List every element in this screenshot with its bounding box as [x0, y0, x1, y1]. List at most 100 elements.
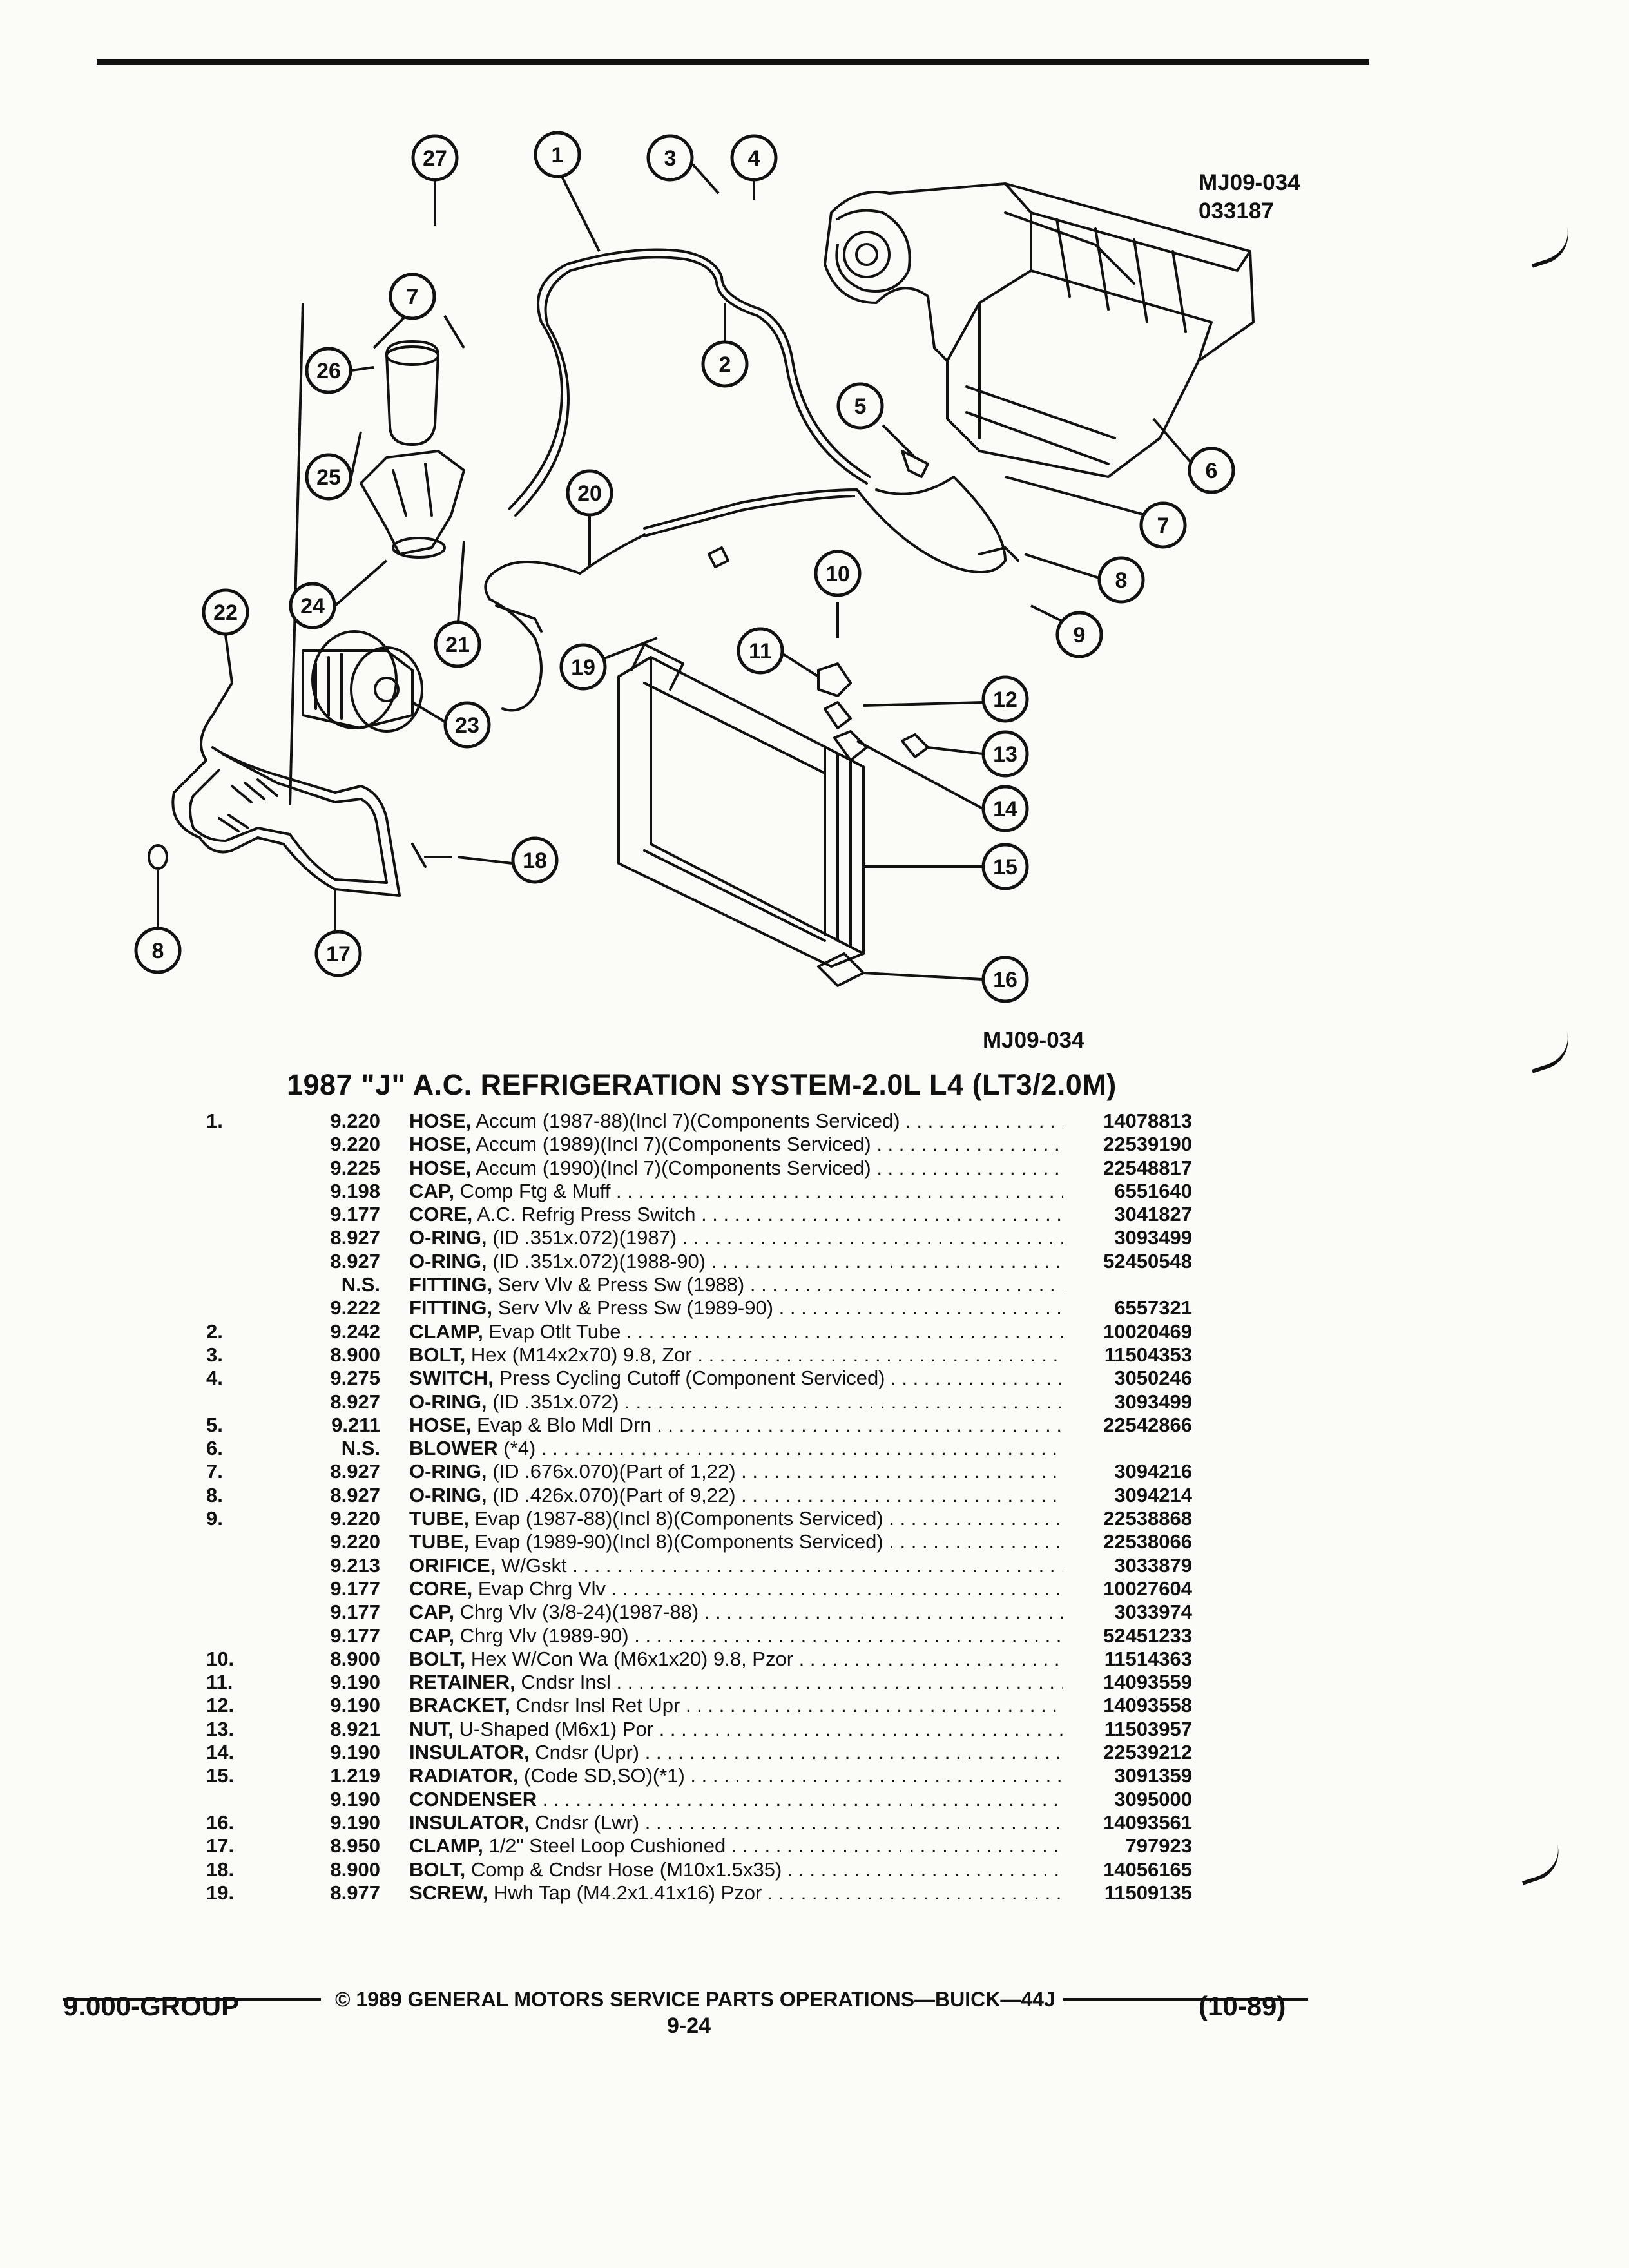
part-description: HOSE, Evap & Blo Mdl Drn [409, 1414, 1063, 1437]
part-name: O-RING, [409, 1460, 487, 1483]
condenser [617, 643, 865, 968]
ref-number: 11. [206, 1671, 233, 1694]
part-description: O-RING, (ID .426x.070)(Part of 9,22) [409, 1484, 1063, 1507]
part-detail: Evap (1989-90)(Incl 8)(Components Servic… [474, 1530, 883, 1553]
figure-code-bottom: MJ09-034 [983, 1028, 1084, 1053]
part-name: ORIFICE, [409, 1553, 496, 1577]
callout-7b [1139, 501, 1187, 549]
part-description: SWITCH, Press Cycling Cutoff (Component … [409, 1367, 1063, 1390]
ref-number: 3. [206, 1343, 223, 1366]
part-detail: Cndsr (Upr) [535, 1741, 640, 1764]
group-number: 9.275 [330, 1367, 380, 1390]
callout-label: 9 [1074, 623, 1086, 648]
footer-rule-left [63, 1998, 321, 2001]
part-number: 3033974 [1114, 1600, 1192, 1624]
part-name: CORE, [409, 1203, 473, 1226]
part-name: HOSE, [409, 1110, 472, 1132]
part-number: 52450548 [1103, 1249, 1192, 1273]
figure-code-line: MJ09-034 [1199, 170, 1300, 195]
part-description: TUBE, Evap (1989-90)(Incl 8)(Components … [409, 1530, 1063, 1553]
callout-13 [981, 730, 1029, 778]
part-detail: (Code SD,SO)(*1) [523, 1764, 685, 1787]
callout-label: 11 [749, 639, 772, 664]
callout-label: 15 [993, 855, 1017, 879]
ref-number: 14. [206, 1741, 235, 1764]
callout-8b [134, 927, 182, 974]
part-detail: Evap (1987-88)(Incl 8)(Components Servic… [474, 1507, 883, 1530]
ref-number: 9. [206, 1507, 223, 1530]
callout-label: 10 [825, 562, 850, 586]
part-name: HOSE, [409, 1156, 472, 1179]
group-number: 9.177 [330, 1203, 380, 1226]
part-number: 11509135 [1104, 1881, 1192, 1904]
part-detail: (ID .351x.072)(1988-90) [492, 1249, 706, 1273]
part-detail: Evap Otlt Tube [488, 1320, 621, 1343]
group-number: 8.927 [330, 1226, 380, 1249]
part-name: CONDENSER [409, 1787, 537, 1811]
figure-code: MJ09-034 033187 [1199, 169, 1300, 226]
part-number: 6557321 [1114, 1296, 1192, 1320]
part-detail: Hex (M14x2x70) 9.8, Zor [470, 1343, 692, 1366]
part-number: 10027604 [1103, 1577, 1192, 1600]
part-name: FITTING, [409, 1273, 493, 1296]
callout-16 [981, 956, 1029, 1003]
copyright: © 1989 GENERAL MOTORS SERVICE PARTS OPER… [335, 1988, 1055, 2011]
part-detail: Serv Vlv & Press Sw (1989-90) [497, 1296, 774, 1320]
ref-number: 8. [206, 1483, 223, 1506]
page-title: 1987 "J" A.C. REFRIGERATION SYSTEM-2.0L … [287, 1068, 1117, 1101]
part-name: TUBE, [409, 1530, 469, 1553]
group-number: 9.242 [330, 1320, 380, 1343]
group-number: 8.900 [330, 1343, 380, 1366]
part-name: CLAMP, [409, 1834, 483, 1858]
ref-number: 16. [206, 1811, 235, 1834]
callout-label: 2 [719, 352, 731, 377]
callout-label: 24 [300, 594, 325, 619]
callout-24 [289, 582, 336, 629]
part-description: O-RING, (ID .351x.072) [409, 1390, 1063, 1414]
part-detail: W/Gskt [501, 1553, 567, 1577]
callout-4 [730, 134, 778, 182]
part-name: BOLT, [409, 1858, 466, 1881]
part-name: HOSE, [409, 1133, 472, 1156]
callout-14 [981, 785, 1029, 832]
part-number: 22539190 [1103, 1133, 1192, 1156]
part-detail: A.C. Refrig Press Switch [477, 1203, 696, 1226]
part-description: BOLT, Hex W/Con Wa (M6x1x20) 9.8, Pzor [409, 1648, 1063, 1671]
part-detail: Chrg Vlv (1989-90) [459, 1624, 629, 1647]
group-number: 8.927 [330, 1460, 380, 1483]
part-description: RETAINER, Cndsr Insl [409, 1671, 1063, 1694]
part-description: CORE, A.C. Refrig Press Switch [409, 1203, 1063, 1226]
figure-code-line: 033187 [1199, 198, 1274, 224]
part-description: O-RING, (ID .351x.072)(1988-90) [409, 1250, 1063, 1273]
group-number: 9.198 [330, 1179, 380, 1202]
blower-housing [824, 182, 1255, 478]
part-description: FITTING, Serv Vlv & Press Sw (1989-90) [409, 1296, 1063, 1320]
part-detail: Cndsr Insl [521, 1671, 611, 1694]
part-detail: Chrg Vlv (3/8-24)(1987-88) [459, 1600, 699, 1624]
part-detail: Comp & Cndsr Hose (M10x1.5x35) [470, 1858, 782, 1881]
ref-number: 10. [206, 1647, 235, 1670]
callout-23 [443, 701, 491, 749]
callout-19 [559, 643, 607, 691]
part-name: BLOWER [409, 1437, 498, 1460]
group-number: 9.190 [330, 1787, 380, 1811]
group-number: 9.190 [330, 1671, 380, 1694]
part-name: CLAMP, [409, 1320, 483, 1343]
part-number: 3094214 [1114, 1483, 1192, 1506]
part-name: RADIATOR, [409, 1764, 519, 1787]
part-name: SCREW, [409, 1881, 488, 1904]
part-number: 14093561 [1103, 1811, 1192, 1834]
part-number: 22538066 [1103, 1530, 1192, 1553]
